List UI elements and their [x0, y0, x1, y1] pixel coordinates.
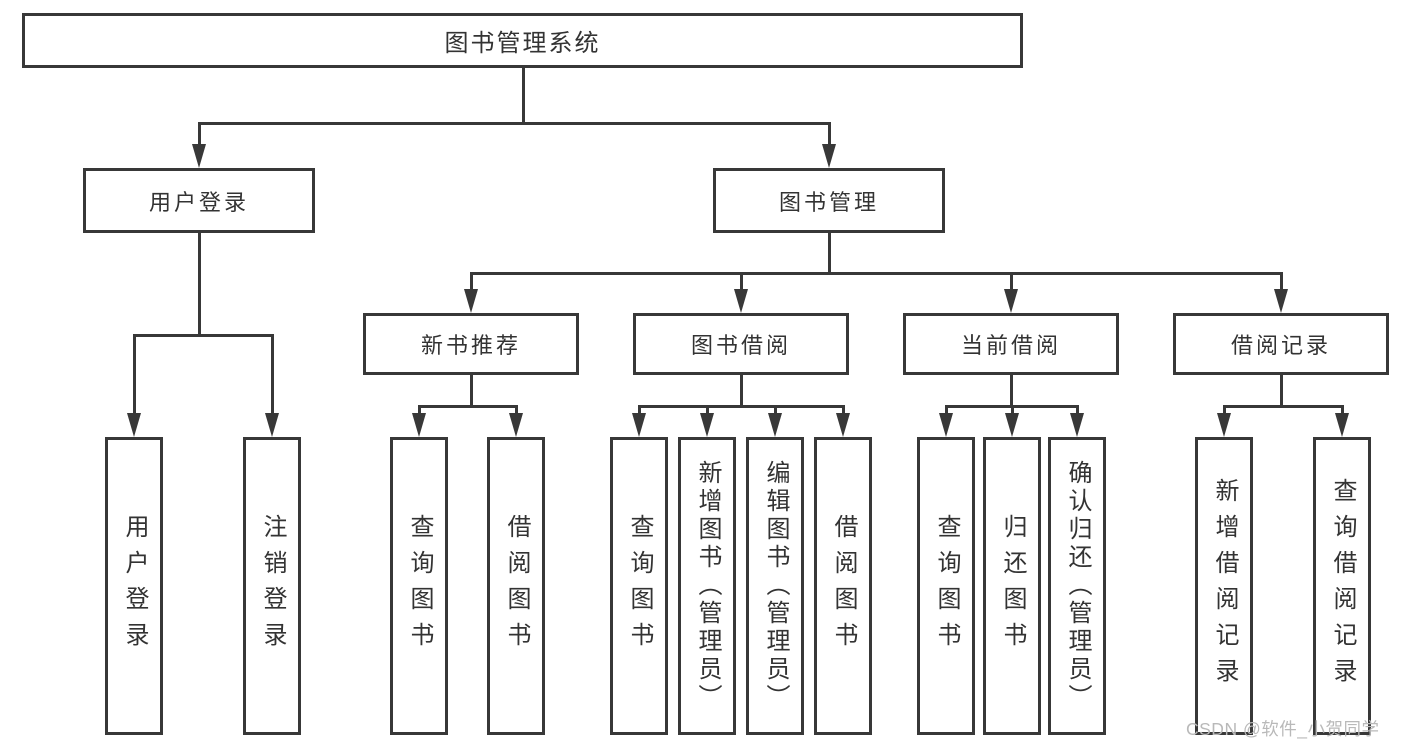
connector-login-rail	[133, 334, 274, 337]
leaf-add-borrow-record-label: 新增借阅记录	[1211, 478, 1238, 694]
arrow-down-icon	[734, 289, 748, 313]
connector-management-stub	[828, 233, 831, 274]
node-book-management-label: 图书管理	[778, 189, 879, 215]
connector-to-records	[1280, 272, 1283, 291]
leaf-user-login-label: 用户登录	[121, 514, 148, 658]
connector-borrow-drop3	[774, 405, 777, 417]
arrow-down-icon	[509, 413, 523, 437]
leaf-logout: 注销登录	[243, 437, 301, 735]
leaf-add-borrow-record: 新增借阅记录	[1195, 437, 1253, 735]
leaf-recommend-query-book: 查询图书	[390, 437, 448, 735]
arrow-down-icon	[632, 413, 646, 437]
leaf-return-book-label: 归还图书	[999, 514, 1026, 658]
leaf-confirm-return-admin: 确认归还（管理员）	[1048, 437, 1106, 735]
connector-borrow-stub	[740, 375, 743, 407]
leaf-current-query-book-label: 查询图书	[933, 514, 960, 658]
connector-to-borrow	[740, 272, 743, 291]
connector-records-stub	[1280, 375, 1283, 407]
connector-current-drop3	[1076, 405, 1079, 417]
arrow-down-icon	[265, 413, 279, 437]
node-root-label: 图书管理系统	[444, 30, 601, 57]
connector-recommend-rail	[418, 405, 518, 408]
arrow-down-icon	[700, 413, 714, 437]
arrow-down-icon	[192, 144, 206, 168]
connector-records-drop1	[1223, 405, 1226, 417]
connector-recommend-drop1	[418, 405, 421, 417]
connector-borrow-drop2	[706, 405, 709, 417]
leaf-edit-book-admin-label: 编辑图书（管理员）	[762, 460, 789, 712]
leaf-logout-label: 注销登录	[259, 514, 286, 658]
leaf-user-login: 用户登录	[105, 437, 163, 735]
connector-records-drop2	[1341, 405, 1344, 417]
arrow-down-icon	[836, 413, 850, 437]
leaf-recommend-borrow-book: 借阅图书	[487, 437, 545, 735]
arrow-down-icon	[1005, 413, 1019, 437]
connector-recommend-stub	[470, 375, 473, 407]
connector-root-stub	[522, 68, 525, 124]
arrow-down-icon	[822, 144, 836, 168]
leaf-query-borrow-record-label: 查询借阅记录	[1329, 478, 1356, 694]
connector-current-drop1	[945, 405, 948, 417]
connector-borrow-rail	[638, 405, 845, 408]
connector-current-stub	[1010, 375, 1013, 407]
arrow-down-icon	[768, 413, 782, 437]
node-book-management: 图书管理	[713, 168, 945, 233]
connector-borrow-drop1	[638, 405, 641, 417]
connector-borrow-drop4	[842, 405, 845, 417]
leaf-recommend-borrow-book-label: 借阅图书	[503, 514, 530, 658]
arrow-down-icon	[412, 413, 426, 437]
node-borrow-records-label: 借阅记录	[1230, 333, 1331, 358]
arrow-down-icon	[1070, 413, 1084, 437]
leaf-edit-book-admin: 编辑图书（管理员）	[746, 437, 804, 735]
arrow-down-icon	[939, 413, 953, 437]
node-new-book-recommend: 新书推荐	[363, 313, 579, 375]
node-book-borrow: 图书借阅	[633, 313, 849, 375]
connector-root-to-management	[828, 122, 831, 146]
arrow-down-icon	[1274, 289, 1288, 313]
node-current-borrow-label: 当前借阅	[960, 333, 1061, 358]
node-new-book-recommend-label: 新书推荐	[420, 333, 521, 358]
node-current-borrow: 当前借阅	[903, 313, 1119, 375]
arrow-down-icon	[1004, 289, 1018, 313]
node-root: 图书管理系统	[22, 13, 1023, 68]
connector-to-current	[1010, 272, 1013, 291]
arrow-down-icon	[1335, 413, 1349, 437]
connector-root-rail	[198, 122, 831, 125]
csdn-watermark: CSDN @软件_小贺同学	[1186, 719, 1380, 739]
leaf-add-book-admin: 新增图书（管理员）	[678, 437, 736, 735]
connector-login-stub	[198, 233, 201, 337]
arrow-down-icon	[464, 289, 478, 313]
node-book-borrow-label: 图书借阅	[690, 333, 791, 358]
leaf-recommend-query-book-label: 查询图书	[406, 514, 433, 658]
connector-login-to-leaf2	[271, 334, 274, 415]
connector-records-rail	[1223, 405, 1344, 408]
leaf-add-book-admin-label: 新增图书（管理员）	[694, 460, 721, 712]
node-borrow-records: 借阅记录	[1173, 313, 1389, 375]
node-user-login-label: 用户登录	[148, 189, 249, 215]
leaf-confirm-return-admin-label: 确认归还（管理员）	[1064, 460, 1091, 712]
leaf-query-borrow-record: 查询借阅记录	[1313, 437, 1371, 735]
arrow-down-icon	[1217, 413, 1231, 437]
node-user-login: 用户登录	[83, 168, 315, 233]
leaf-borrow-query-book-label: 查询图书	[626, 514, 653, 658]
leaf-borrow-book-label: 借阅图书	[830, 514, 857, 658]
connector-current-drop2	[1011, 405, 1014, 417]
leaf-borrow-book: 借阅图书	[814, 437, 872, 735]
connector-login-to-leaf1	[133, 334, 136, 415]
leaf-current-query-book: 查询图书	[917, 437, 975, 735]
leaf-return-book: 归还图书	[983, 437, 1041, 735]
connector-management-rail	[470, 272, 1283, 275]
connector-to-recommend	[470, 272, 473, 291]
connector-recommend-drop2	[515, 405, 518, 417]
connector-root-to-login	[198, 122, 201, 146]
arrow-down-icon	[127, 413, 141, 437]
leaf-borrow-query-book: 查询图书	[610, 437, 668, 735]
